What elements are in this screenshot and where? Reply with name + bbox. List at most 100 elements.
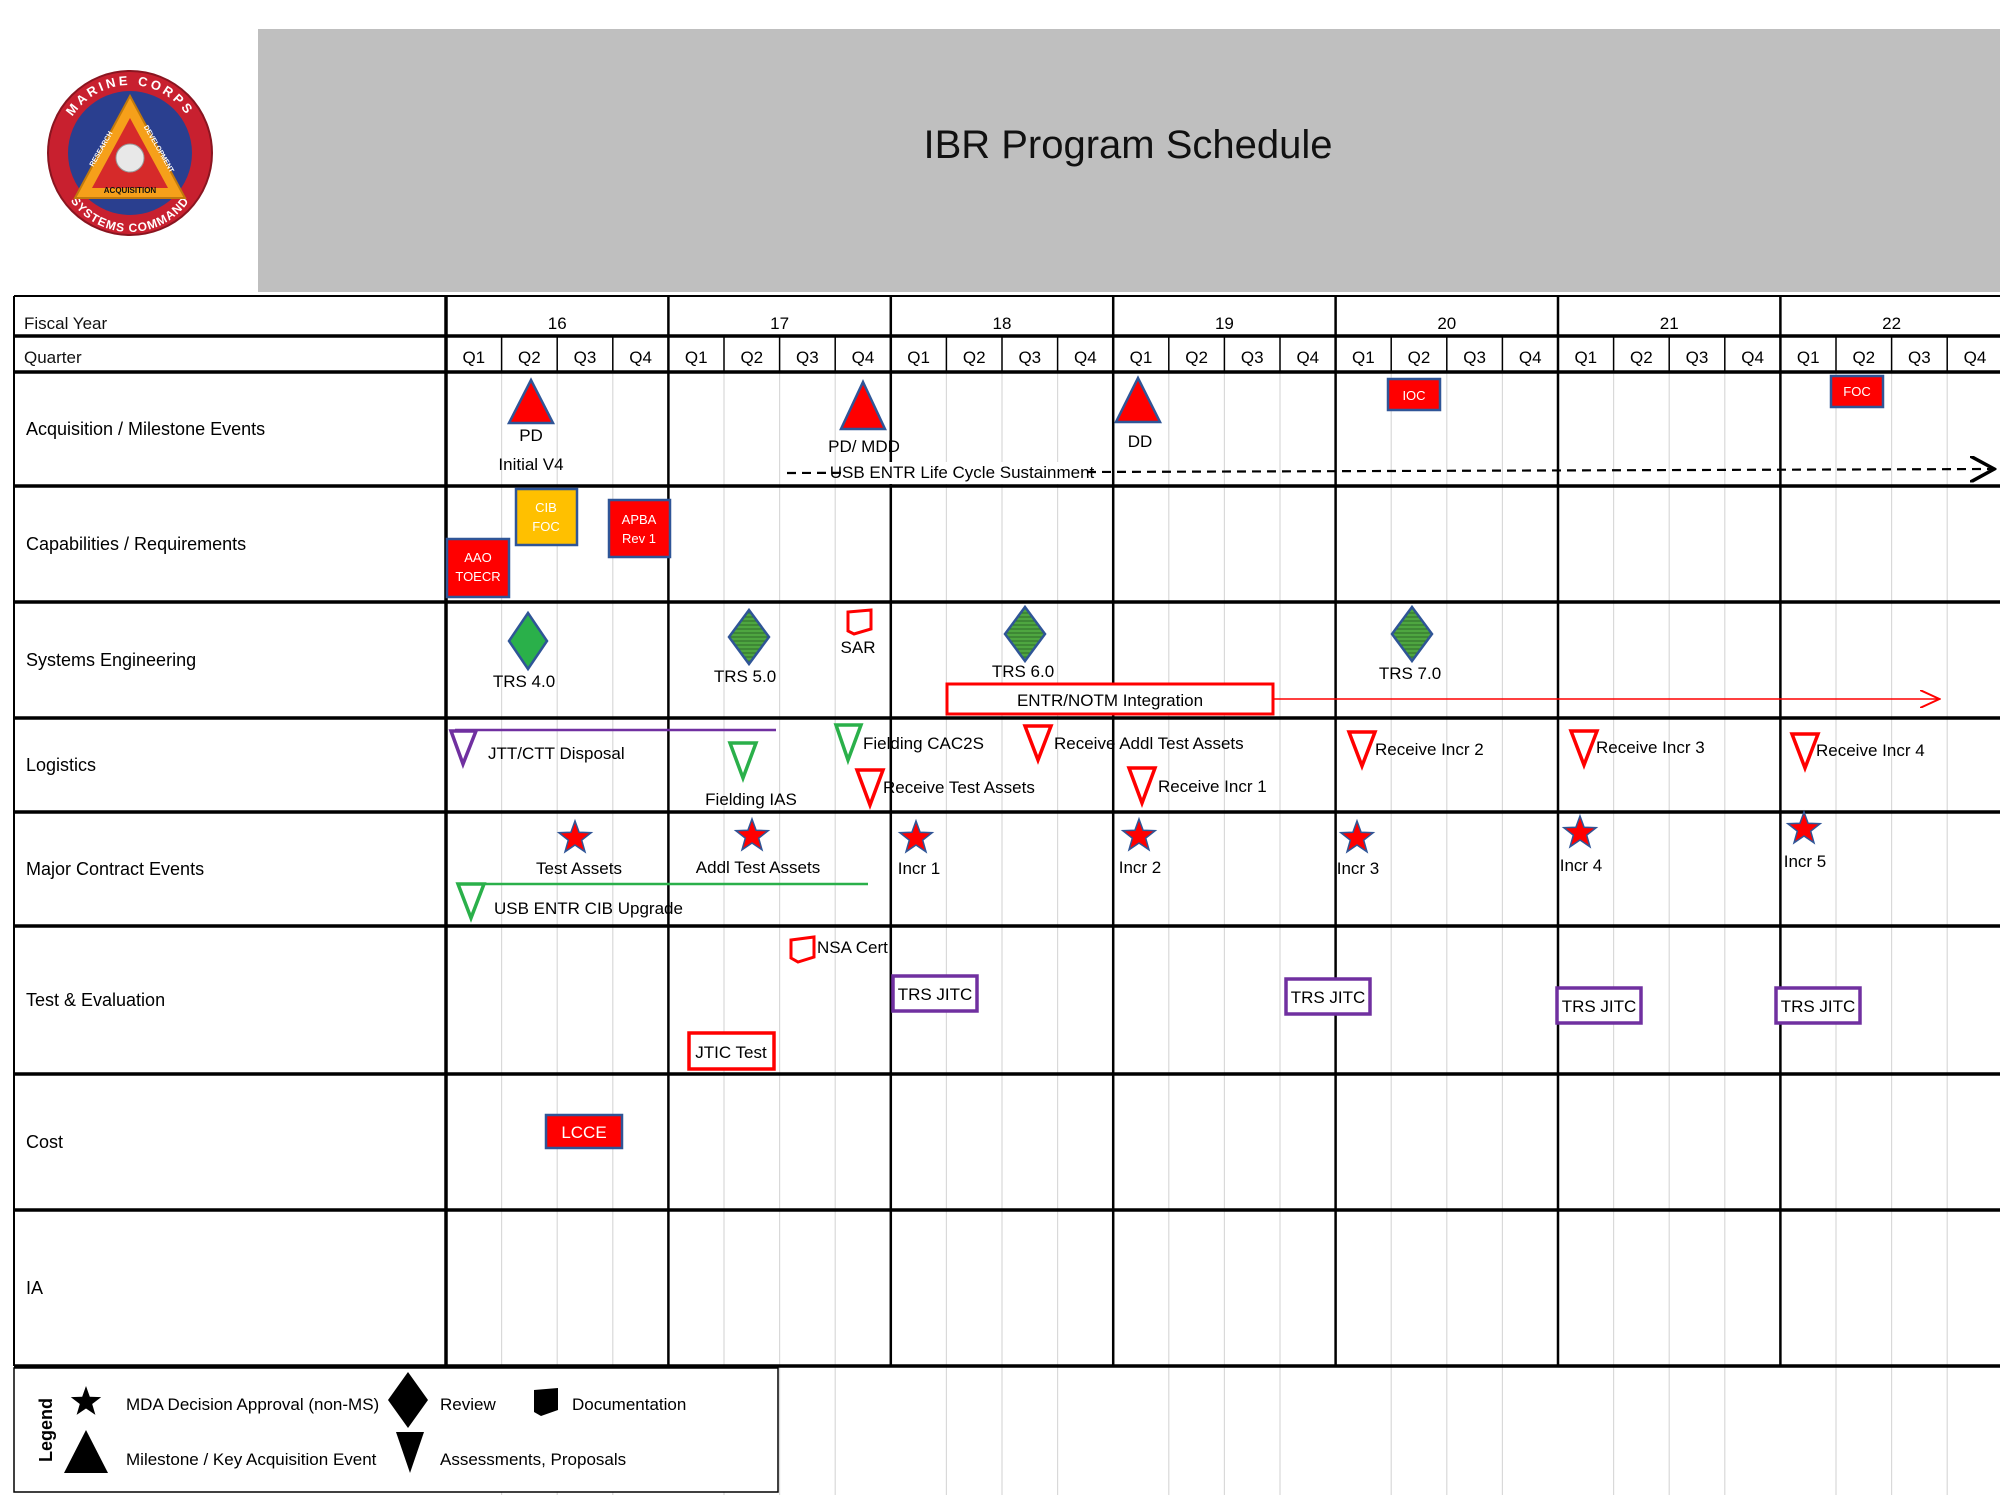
logistics-events: JTT/CTT Disposal Fielding IAS Fielding C…: [448, 723, 1925, 811]
quarter-header-label: Q1: [1130, 348, 1153, 367]
row-label: Capabilities / Requirements: [26, 534, 246, 554]
logistics-label-ias: Fielding IAS: [705, 790, 797, 809]
legend-documentation-label: Documentation: [572, 1395, 686, 1414]
contract-label-test-assets: Test Assets: [536, 859, 622, 878]
quarter-header-label: Q2: [1408, 348, 1431, 367]
logistics-label-incr3: Receive Incr 3: [1596, 738, 1705, 757]
quarter-header-label: Q3: [796, 348, 819, 367]
aao-line1: AAO: [464, 550, 491, 565]
year-label: 20: [1437, 314, 1456, 333]
logo-center-text: ACQUISITION: [104, 186, 157, 195]
jtic-test-label: JTIC Test: [695, 1043, 767, 1062]
apba-line2: Rev 1: [622, 531, 656, 546]
review-label-trs7: TRS 7.0: [1379, 664, 1441, 683]
assessment-triangle-addl-assets: [1022, 724, 1054, 765]
contract-star-icon: [1561, 813, 1599, 849]
page-title: IBR Program Schedule: [923, 123, 1332, 167]
logistics-label-test-assets: Receive Test Assets: [883, 778, 1035, 797]
sustainment-label: USB ENTR Life Cycle Sustainment: [830, 463, 1095, 482]
legend-mda-label: MDA Decision Approval (non-MS): [126, 1395, 379, 1414]
quarter-label: Quarter: [24, 348, 82, 367]
apba-box: [607, 498, 672, 559]
jitc-box-2: [1284, 977, 1372, 1016]
logistics-label-incr2: Receive Incr 2: [1375, 740, 1484, 759]
quarter-header-label: Q1: [1797, 348, 1820, 367]
cib-foc-line1: CIB: [535, 500, 557, 515]
test-evaluation-events: NSA Cert JTIC Test TRS JITC TRS JITC TRS…: [687, 935, 1862, 1071]
legend-documentation-icon: [534, 1388, 558, 1416]
documentation-sar-icon: [846, 608, 873, 636]
row-label: Test & Evaluation: [26, 990, 165, 1010]
quarter-header-label: Q4: [1296, 348, 1319, 367]
schedule-grid: [13, 295, 2000, 1495]
row-labels: Acquisition / Milestone EventsCapabiliti…: [26, 419, 265, 1298]
quarter-header-label: Q3: [1463, 348, 1486, 367]
documentation-nsa-icon: [789, 935, 816, 964]
quarter-header-label: Q2: [963, 348, 986, 367]
systems-engineering-events: TRS 4.0 TRS 5.0 TRS 6.0 TRS 7.0 SAR ENTR…: [493, 604, 1938, 716]
assessment-triangle-disposal: [448, 729, 479, 769]
jitc-box-1: [891, 974, 979, 1013]
integration-label: ENTR/NOTM Integration: [1017, 691, 1203, 710]
quarter-header-label: Q1: [685, 348, 708, 367]
contract-label-incr3: Incr 3: [1337, 859, 1380, 878]
title-banner: [258, 29, 2000, 292]
jitc-box-4: [1774, 986, 1862, 1025]
review-diamond-trs7: [1390, 604, 1434, 664]
assessment-triangle-cac2s: [833, 723, 864, 766]
milestone-label-pd: PD: [519, 426, 543, 445]
logistics-label-cac2s: Fielding CAC2S: [863, 734, 984, 753]
contract-label-addl-assets: Addl Test Assets: [696, 858, 820, 877]
foc-box: [1829, 374, 1885, 409]
milestone-label-initial: Initial V4: [498, 455, 563, 474]
nsa-cert-label: NSA Cert: [817, 938, 888, 957]
quarter-header-label: Q4: [1519, 348, 1542, 367]
review-diamond-trs6: [1003, 604, 1047, 664]
logistics-label-incr1: Receive Incr 1: [1158, 777, 1267, 796]
cost-events: LCCE: [544, 1113, 624, 1150]
quarter-header-label: Q3: [1018, 348, 1041, 367]
contract-star-icon: [897, 818, 935, 854]
contract-label-incr1: Incr 1: [898, 859, 941, 878]
legend-diamond-icon: [388, 1372, 428, 1428]
assessment-triangle-test-assets: [854, 768, 886, 811]
legend: Legend MDA Decision Approval (non-MS) Re…: [13, 1367, 779, 1493]
milestone-triangle-pd: [506, 377, 556, 425]
review-label-trs6: TRS 6.0: [992, 662, 1054, 681]
contract-label-incr4: Incr 4: [1560, 856, 1603, 875]
apba-line1: APBA: [622, 512, 657, 527]
contract-events: Test Assets Addl Test Assets Incr 1 Incr…: [455, 809, 1827, 923]
milestone-events: PD Initial V4 PD/ MDD DD USB ENTR Life C…: [498, 374, 1992, 484]
quarter-header-label: Q1: [462, 348, 485, 367]
year-label: 22: [1882, 314, 1901, 333]
assessment-triangle-incr3: [1568, 729, 1600, 770]
legend-assessment-label: Assessments, Proposals: [440, 1450, 626, 1469]
quarter-header-label: Q4: [852, 348, 875, 367]
quarter-header-label: Q1: [1574, 348, 1597, 367]
jitc-label-4: TRS JITC: [1781, 997, 1856, 1016]
milestone-triangle-mdd: [839, 379, 887, 431]
year-label: 18: [993, 314, 1012, 333]
contract-star-icon: [556, 818, 594, 854]
row-label: Acquisition / Milestone Events: [26, 419, 265, 439]
contract-star-icon: [1338, 818, 1376, 854]
quarter-header-label: Q2: [1852, 348, 1875, 367]
fiscal-year-label: Fiscal Year: [24, 314, 107, 333]
review-label-trs5: TRS 5.0: [714, 667, 776, 686]
assessment-triangle-ias: [727, 741, 759, 784]
jitc-label-3: TRS JITC: [1562, 997, 1637, 1016]
year-label: 16: [548, 314, 567, 333]
review-diamond-trs4: [507, 610, 549, 672]
jitc-label-2: TRS JITC: [1291, 988, 1366, 1007]
contract-star-icon: [1120, 816, 1158, 852]
aao-line2: TOECR: [455, 569, 500, 584]
quarter-header-label: Q1: [1352, 348, 1375, 367]
quarter-header-label: Q4: [1074, 348, 1097, 367]
row-label: Cost: [26, 1132, 63, 1152]
contract-label-incr5: Incr 5: [1784, 852, 1827, 871]
cib-foc-line2: FOC: [532, 519, 559, 534]
assessment-triangle-incr2: [1346, 730, 1378, 771]
ioc-box: [1386, 377, 1442, 412]
